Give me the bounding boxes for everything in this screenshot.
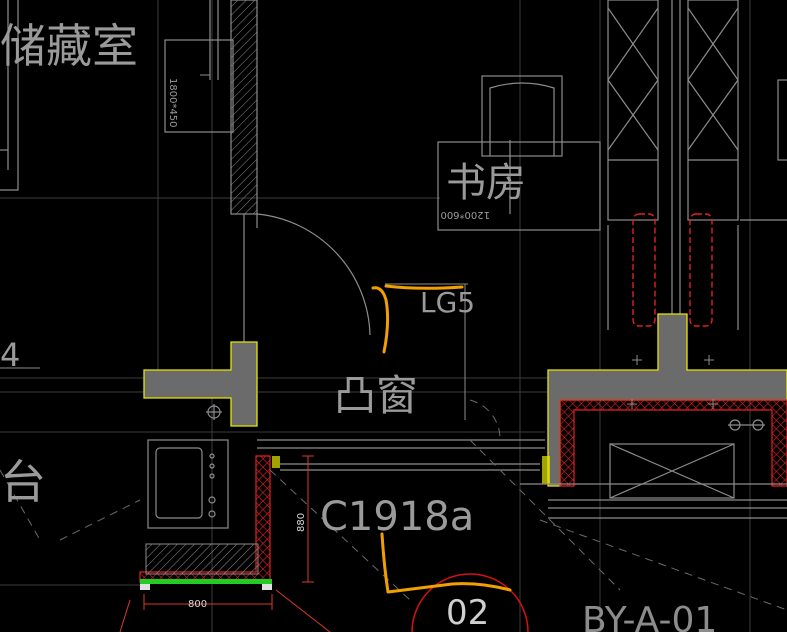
appliance: [147, 404, 229, 529]
markup-strokes: [371, 284, 512, 594]
label-study-room: 书房: [446, 160, 526, 206]
label-bottom-code: BY-A-01: [582, 600, 717, 632]
dimension-text: 880 800: [188, 513, 307, 610]
label-window-code: C1918a: [320, 494, 474, 540]
label-window: 凸窗: [334, 371, 418, 420]
dimension-lines: [119, 455, 331, 632]
label-circle-number: 02: [446, 593, 489, 632]
label-size-top-left: 1800*450: [167, 78, 178, 128]
storage-cabinets: [607, 0, 787, 330]
hatched-wall-lower: [145, 543, 259, 575]
door-swing: [243, 213, 371, 345]
leader-lines: [0, 283, 468, 420]
label-left-number: 4: [0, 336, 20, 374]
green-insulation-strip: [140, 456, 550, 590]
red-dashed-ducts: [632, 213, 713, 327]
detail-circle: [411, 573, 529, 632]
study-furniture: [437, 75, 601, 231]
text-labels: 储藏室 1800*450 书房 1200*600 LG5 凸窗 C1918a 4…: [0, 19, 717, 632]
bay-window: [257, 419, 787, 519]
dim-vertical: 880: [296, 513, 307, 532]
label-storage-room: 储藏室: [0, 19, 138, 73]
label-left-char: 台: [0, 455, 46, 509]
hatched-wall-vertical: [230, 0, 258, 215]
dim-horizontal: 800: [188, 599, 207, 610]
marker-crosses: [200, 74, 718, 409]
label-size-mid: 1200*600: [440, 209, 490, 220]
label-tag-lg: LG5: [420, 286, 475, 319]
